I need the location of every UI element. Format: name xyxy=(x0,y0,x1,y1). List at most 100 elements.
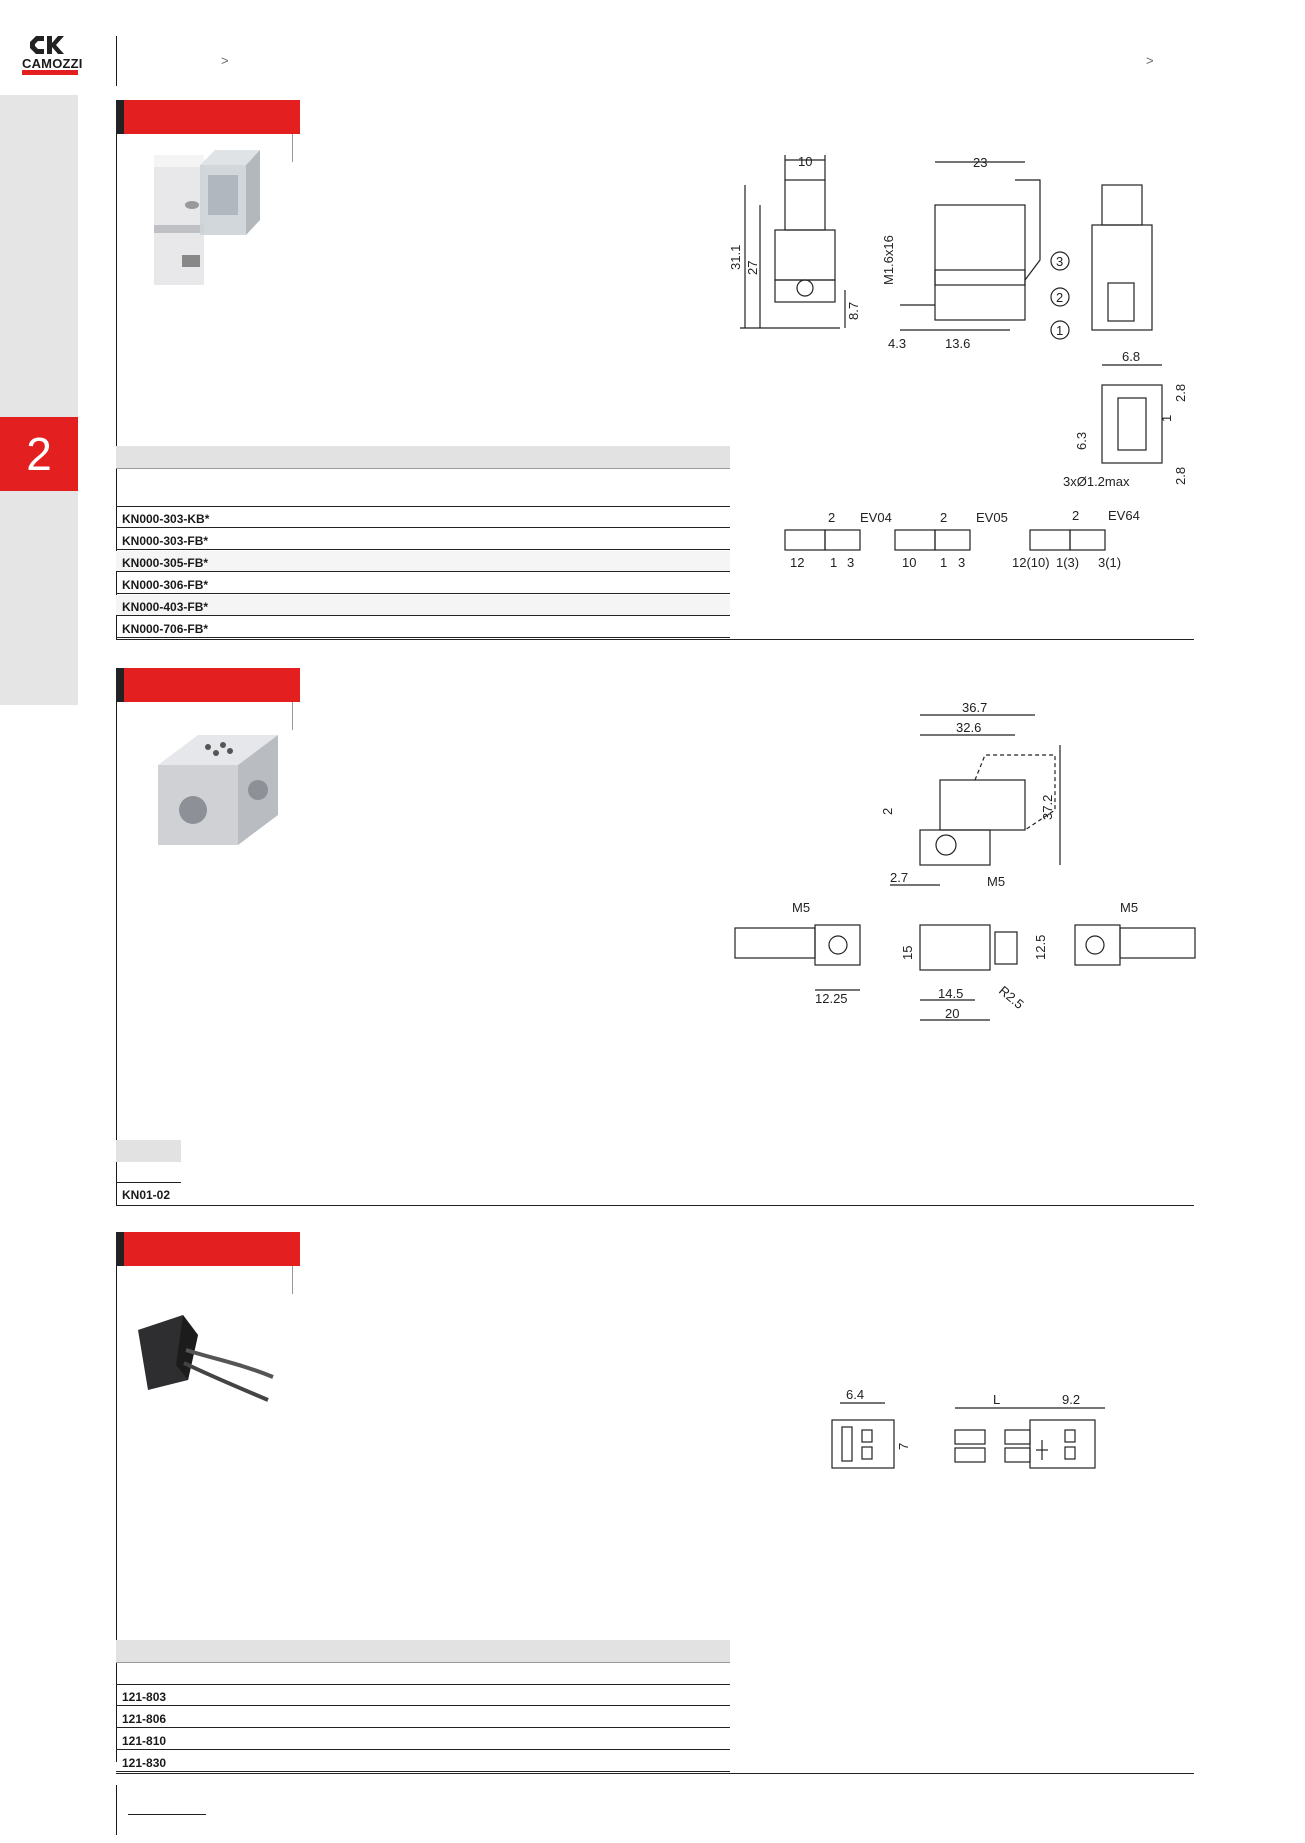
dim-m5-right: M5 xyxy=(1120,900,1138,915)
brand-name: CAMOZZI xyxy=(22,56,83,71)
subbase-product-image xyxy=(158,735,278,845)
footer-short-rule xyxy=(128,1814,206,1815)
symbol-ev64-port: 3(1) xyxy=(1098,555,1121,570)
dim-L: L xyxy=(993,1392,1000,1407)
table-row: 121-830 xyxy=(116,1751,730,1772)
dim-2-7: 2.7 xyxy=(890,870,908,885)
brand-logo: CAMOZZI xyxy=(20,32,83,78)
table-row: 121-810 xyxy=(116,1729,730,1750)
symbol-ev04-port: 3 xyxy=(847,555,854,570)
dim-14-5: 14.5 xyxy=(938,986,963,1001)
dim-m1-6x16: M1.6x16 xyxy=(881,235,896,285)
valve-technical-drawing: 10 31.1 27 8.7 23 M1.6x16 4.3 13.6 3 2 1… xyxy=(730,154,1188,570)
symbol-ev05-name: EV05 xyxy=(976,510,1008,525)
dim-2: 2 xyxy=(880,808,895,815)
table-row: KN000-305-FB* xyxy=(116,551,730,572)
table-row: KN01-02 xyxy=(116,1183,181,1204)
symbol-ev05-port: 1 xyxy=(940,555,947,570)
subbase-technical-drawing: 36.7 32.6 37.2 2 2.7 M5 M5 12.25 15 12.5… xyxy=(734,700,1196,1021)
breadcrumb-chevron-left[interactable]: > xyxy=(221,53,229,68)
product-code: KN000-305-FB* xyxy=(122,556,209,570)
section2-left-rule xyxy=(116,668,117,1205)
product-code: KN01-02 xyxy=(122,1188,171,1202)
section3-red-bar xyxy=(116,1232,300,1266)
product-code: 121-830 xyxy=(122,1756,167,1770)
section1-red-bar xyxy=(116,100,300,134)
product-code: 121-810 xyxy=(122,1734,167,1748)
dim-15: 15 xyxy=(900,946,915,960)
dim-37-2: 37.2 xyxy=(1040,795,1055,820)
dim-13-6: 13.6 xyxy=(945,336,970,351)
section3-bar-tick xyxy=(292,1266,293,1294)
section1-table-header xyxy=(116,446,730,468)
symbol-ev64-port: 1(3) xyxy=(1056,555,1079,570)
footer-divider xyxy=(116,1785,117,1835)
dim-r2-5: R2.5 xyxy=(996,983,1027,1012)
section2-bottom-rule xyxy=(116,1205,1194,1206)
dim-2-8b: 2.8 xyxy=(1173,467,1188,485)
dim-m5-top: M5 xyxy=(987,874,1005,889)
dim-holes: 3xØ1.2max xyxy=(1063,474,1130,489)
product-code: KN000-306-FB* xyxy=(122,578,209,592)
symbol-ev05-port: 3 xyxy=(958,555,965,570)
section2-bar-tick xyxy=(292,702,293,730)
dim-2-8a: 2.8 xyxy=(1173,384,1188,402)
table-row: 121-806 xyxy=(116,1707,730,1728)
dim-8-7: 8.7 xyxy=(846,302,861,320)
table-row: KN000-303-KB* xyxy=(116,507,730,528)
section1-table-header-rule xyxy=(116,468,730,469)
symbol-ev05-top: 2 xyxy=(940,510,947,525)
section3-bottom-rule xyxy=(116,1773,1194,1774)
section1-left-rule xyxy=(116,100,117,640)
section1-table-top-rule xyxy=(116,506,730,507)
section1-bottom-rule xyxy=(116,639,1194,640)
product-code: KN000-303-KB* xyxy=(122,512,210,526)
section2-table-top-rule xyxy=(116,1182,181,1183)
breadcrumb-chevron-right[interactable]: > xyxy=(1146,53,1154,68)
symbol-ev64-port: 12(10) xyxy=(1012,555,1050,570)
pin-1-label: 1 xyxy=(1056,323,1063,338)
table-row: KN000-403-FB* xyxy=(116,595,730,616)
dim-1: 1 xyxy=(1159,415,1174,422)
symbol-ev04-name: EV04 xyxy=(860,510,892,525)
section2-red-bar xyxy=(116,668,300,702)
dim-6-3: 6.3 xyxy=(1074,432,1089,450)
dim-7: 7 xyxy=(896,1443,911,1450)
symbol-ev04-top: 2 xyxy=(828,510,835,525)
dim-23: 23 xyxy=(973,155,987,170)
dim-m5-left: M5 xyxy=(792,900,810,915)
pin-2-label: 2 xyxy=(1056,290,1063,305)
product-code: KN000-303-FB* xyxy=(122,534,209,548)
dim-6-4: 6.4 xyxy=(846,1387,864,1402)
sidebar-tab xyxy=(0,95,78,705)
section3-left-rule xyxy=(116,1232,117,1762)
chapter-number[interactable]: 2 xyxy=(0,417,78,491)
table-row: KN000-306-FB* xyxy=(116,573,730,594)
dim-10: 10 xyxy=(798,154,812,169)
dim-36-7: 36.7 xyxy=(962,700,987,715)
dim-31-1: 31.1 xyxy=(730,245,743,270)
symbol-ev64-top: 2 xyxy=(1072,508,1079,523)
symbol-ev05-port: 10 xyxy=(902,555,916,570)
dim-4-3: 4.3 xyxy=(888,336,906,351)
dim-12-25: 12.25 xyxy=(815,991,848,1006)
symbol-ev04-port: 1 xyxy=(830,555,837,570)
table-row: KN000-706-FB* xyxy=(116,617,730,638)
dim-9-2: 9.2 xyxy=(1062,1392,1080,1407)
section3-table-top-rule xyxy=(116,1684,730,1685)
dim-6-8: 6.8 xyxy=(1122,349,1140,364)
product-code: 121-803 xyxy=(122,1690,167,1704)
valve-product-image xyxy=(154,150,260,285)
connector-product-image xyxy=(138,1315,274,1402)
pin-3-label: 3 xyxy=(1056,254,1063,269)
section3-table-header-rule xyxy=(116,1662,730,1663)
product-code: KN000-706-FB* xyxy=(122,622,209,636)
dim-20: 20 xyxy=(945,1006,959,1021)
section3-table-header xyxy=(116,1640,730,1662)
section2-table-header xyxy=(116,1140,181,1162)
symbol-ev04-port: 12 xyxy=(790,555,804,570)
dim-27: 27 xyxy=(745,261,760,275)
symbol-ev64-name: EV64 xyxy=(1108,508,1140,523)
table-row: KN000-303-FB* xyxy=(116,529,730,550)
table-row: 121-803 xyxy=(116,1685,730,1706)
